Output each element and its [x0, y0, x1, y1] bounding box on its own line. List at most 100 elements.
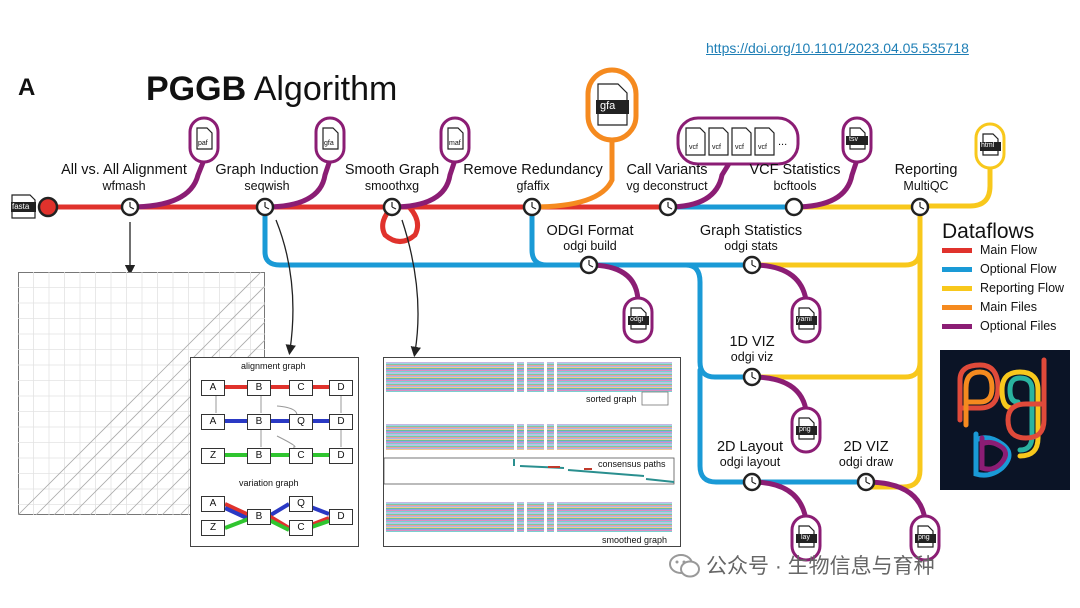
legend-title: Dataflows — [942, 220, 1035, 243]
watermark-text: 公众号 · 生物信息与育种 — [706, 555, 935, 578]
smooth-band-line — [386, 390, 672, 391]
smooth-band-line — [386, 523, 672, 524]
smooth-band-line — [386, 376, 672, 377]
smooth-band-line — [386, 522, 672, 523]
pggb-logo-art — [957, 357, 1047, 478]
smooth-band-line — [386, 507, 672, 508]
smooth-band-line — [386, 511, 672, 512]
graph-node: Q — [289, 414, 313, 430]
graph-node: A — [201, 496, 225, 512]
smooth-band-line — [386, 449, 672, 450]
smooth-band-line — [386, 377, 672, 378]
smooth-band-gap — [544, 502, 547, 532]
graph-node: Q — [289, 496, 313, 512]
smooth-band-gap — [544, 424, 547, 450]
smooth-band-line — [386, 432, 672, 433]
step-layout2d-tool: odgi layout — [719, 455, 781, 469]
wechat-icon — [669, 554, 700, 578]
graph-node: D — [329, 448, 353, 464]
step-viz2d-tool: odgi draw — [838, 455, 894, 469]
smooth-band-line — [386, 502, 672, 503]
smooth-band-line — [386, 509, 672, 510]
doi-link[interactable]: https://doi.org/10.1101/2023.04.05.53571… — [706, 40, 969, 56]
fasta-label: fasta — [12, 202, 30, 211]
main-file-branch — [529, 135, 615, 210]
smooth-band-gap — [554, 362, 557, 392]
smooth-band-gap — [524, 362, 527, 392]
smooth-band-line — [386, 506, 672, 507]
smooth-band-line — [386, 375, 672, 376]
graph-node: C — [289, 380, 313, 396]
graph-node: Z — [201, 520, 225, 536]
smooth-band-line — [386, 510, 672, 511]
smooth-band-line — [386, 530, 672, 531]
smooth-band-line — [386, 529, 672, 530]
smooth-band-line — [386, 381, 672, 382]
graph-node: C — [289, 520, 313, 536]
smooth-band-line — [386, 508, 672, 509]
variation-graph-label: variation graph — [239, 478, 299, 488]
graph-node: B — [247, 380, 271, 396]
step-variants-title: Call Variants — [626, 162, 708, 178]
panel-label: A — [18, 74, 36, 101]
smoothed-graph-label: smoothed graph — [602, 535, 668, 545]
smooth-band-line — [386, 440, 672, 441]
graph-node: A — [201, 380, 225, 396]
smooth-band-line — [386, 503, 672, 504]
title-rest: Algorithm — [246, 70, 398, 108]
file-labels-dark — [11, 100, 1001, 543]
smooth-band-gap — [524, 502, 527, 532]
start-station — [37, 196, 59, 218]
smooth-band-line — [386, 520, 672, 521]
step-viz2d-title: 2D VIZ — [843, 439, 889, 455]
smooth-band-line — [386, 515, 672, 516]
step-graph-stats-tool: odgi stats — [724, 239, 778, 253]
tsv-label: tsv — [849, 136, 858, 143]
smooth-band-line — [386, 427, 672, 428]
step-smooth-title: Smooth Graph — [344, 162, 440, 178]
step-alignment-tool: wfmash — [102, 179, 146, 193]
smooth-band-line — [386, 430, 672, 431]
smooth-band-gap — [554, 502, 557, 532]
smooth-band-line — [386, 526, 672, 527]
step-layout2d-title: 2D Layout — [716, 439, 784, 455]
graph-node: D — [329, 509, 353, 525]
smooth-band-line — [386, 517, 672, 518]
dotplot-alignment — [53, 303, 265, 515]
vcf-label-2: vcf — [712, 144, 721, 151]
smooth-band-line — [386, 373, 672, 374]
smooth-band-line — [386, 383, 672, 384]
smooth-band-line — [386, 437, 672, 438]
smooth-band-line — [386, 388, 672, 389]
lay-label: lay — [801, 534, 810, 541]
smooth-band-line — [386, 367, 672, 368]
smooth-band-gap — [514, 424, 517, 450]
smooth-band-line — [386, 439, 672, 440]
smooth-band-line — [386, 521, 672, 522]
smooth-band-line — [386, 505, 672, 506]
step-viz1d-title: 1D VIZ — [729, 334, 775, 350]
graph-node: D — [329, 414, 353, 430]
smooth-band-line — [386, 382, 672, 383]
png2-label: png — [918, 534, 930, 541]
smooth-band-line — [386, 518, 672, 519]
step-alignment-title: All vs. All Alignment — [61, 162, 187, 178]
smooth-band-gap — [524, 424, 527, 450]
maf-label: maf — [449, 140, 461, 147]
smooth-band-line — [386, 448, 672, 449]
smooth-band-line — [386, 370, 672, 371]
png1-label: png — [799, 426, 811, 433]
smooth-band-gap — [544, 362, 547, 392]
smooth-band-line — [386, 387, 672, 388]
paf-label: paf — [198, 140, 208, 147]
step-viz1d-tool: odgi viz — [730, 350, 774, 364]
smooth-band-line — [386, 386, 672, 387]
smooth-band-line — [386, 513, 672, 514]
vcf-more-label: ... — [778, 136, 788, 148]
smooth-band-line — [386, 512, 672, 513]
smooth-band-line — [386, 514, 672, 515]
gfa-small-label: gfa — [324, 140, 334, 147]
yaml-label: yaml — [797, 316, 812, 323]
